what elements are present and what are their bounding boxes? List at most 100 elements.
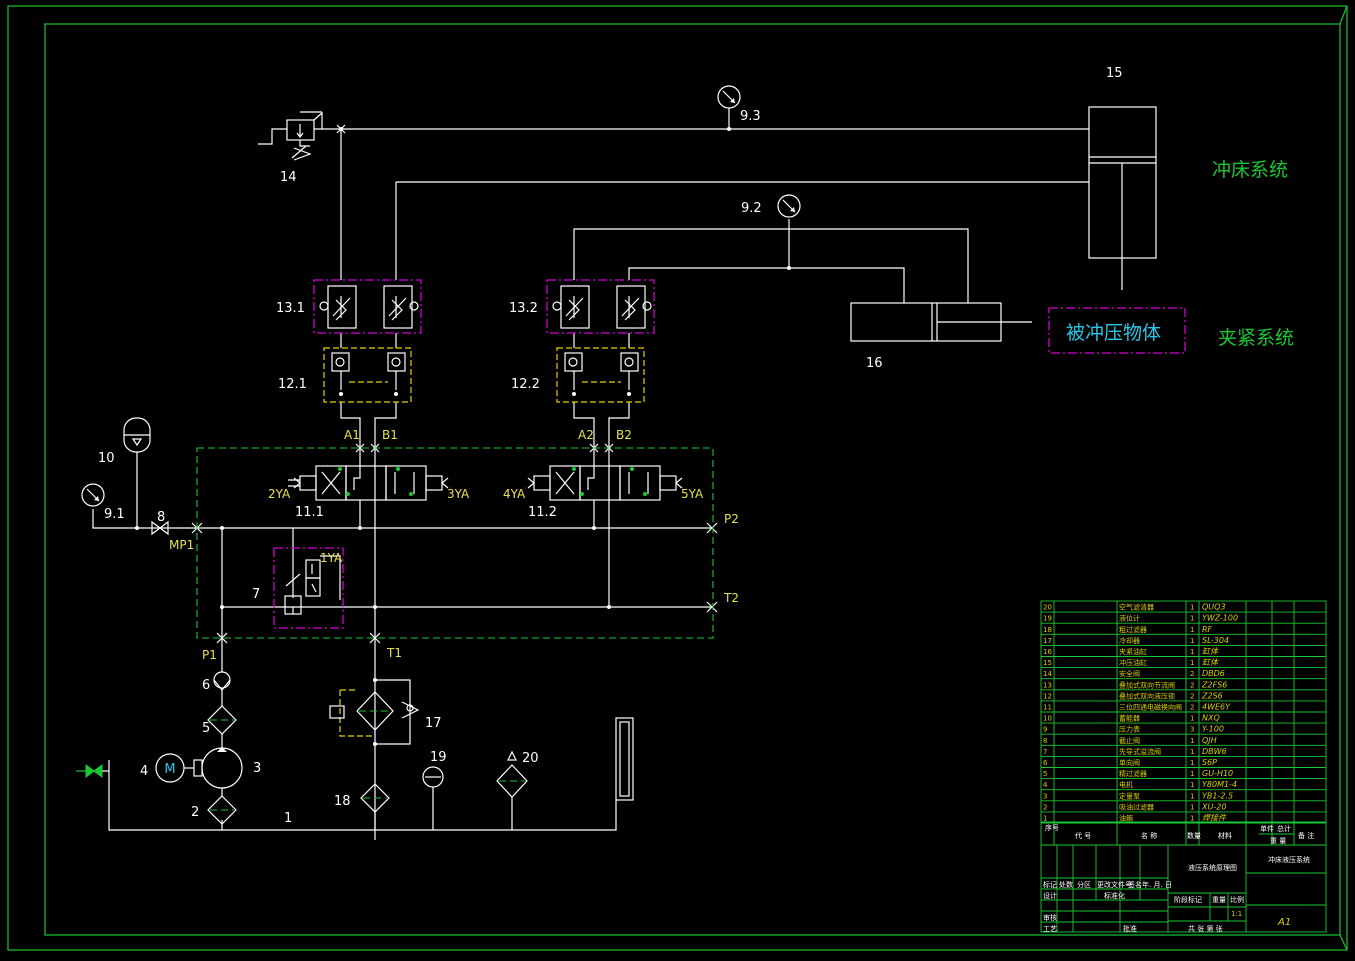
parts-list-cell: 1 xyxy=(1190,604,1194,612)
parts-list-cell: 粗过滤器 xyxy=(1119,625,1147,634)
throttle-valve-13-2 xyxy=(546,279,655,334)
parts-list-cell: 1 xyxy=(1190,659,1194,667)
parts-list-cell: 1 xyxy=(1190,759,1194,767)
parts-list-cell: 压力表 xyxy=(1119,725,1140,734)
svg-text:单件: 单件 xyxy=(1260,824,1274,833)
svg-text:共 张 第 张: 共 张 第 张 xyxy=(1188,924,1223,933)
parts-list-cell: 焊接件 xyxy=(1202,814,1227,823)
parts-list-cell: DBD6 xyxy=(1202,669,1225,678)
parts-list-cell: GU-H10 xyxy=(1202,769,1233,778)
motor-4: M xyxy=(155,753,194,783)
parts-list-cell: QJH xyxy=(1202,736,1217,745)
label-10: 10 xyxy=(98,451,115,466)
parts-list-cell: 14 xyxy=(1043,670,1052,678)
svg-text:数量: 数量 xyxy=(1187,831,1201,840)
workpiece-box xyxy=(1048,307,1186,354)
parts-list-cell: 12 xyxy=(1043,692,1052,700)
tank-outline xyxy=(108,760,617,831)
parts-list-cell: 15 xyxy=(1043,659,1052,667)
parts-list-cell: 1 xyxy=(1190,715,1194,723)
parts-list-cell: 1 xyxy=(1190,648,1194,656)
parts-list-cell: 叠加式双向液压锁 xyxy=(1119,691,1175,700)
parts-list-cell: 电机 xyxy=(1119,780,1133,789)
parts-list-cell: 缸体 xyxy=(1202,658,1219,667)
svg-text:审核: 审核 xyxy=(1043,913,1057,922)
label-12-1: 12.1 xyxy=(278,377,307,392)
parts-list-cell: 单向阀 xyxy=(1119,758,1140,767)
parts-list-cell: 20 xyxy=(1043,604,1052,612)
svg-text:1:1: 1:1 xyxy=(1231,910,1242,918)
punch-cylinder xyxy=(1088,106,1157,290)
parts-list-cell: Y80M1-4 xyxy=(1202,780,1237,789)
parts-list-cell: 蓄能器 xyxy=(1119,714,1140,723)
throttle-valve-13-1 xyxy=(313,279,422,334)
label-16: 16 xyxy=(866,356,883,371)
svg-text:重量: 重量 xyxy=(1212,896,1226,904)
filter-18 xyxy=(360,783,390,813)
parts-list-cell: 1 xyxy=(1190,781,1194,789)
parts-list-cell: 定量泵 xyxy=(1119,791,1140,800)
parts-list-cell: NXQ xyxy=(1202,714,1220,723)
svg-text:处数: 处数 xyxy=(1059,880,1073,889)
label-19: 19 xyxy=(430,750,447,765)
inner-frame xyxy=(44,23,1341,936)
parts-list-cell: 1 xyxy=(1190,637,1194,645)
svg-text:批准: 批准 xyxy=(1123,924,1137,933)
label-20: 20 xyxy=(522,751,539,766)
parts-list-cell: 16 xyxy=(1043,648,1052,656)
punch-system-label: 冲床系统 xyxy=(1212,159,1288,181)
parts-list-cell: 2 xyxy=(1190,670,1194,678)
parts-list-cell: RF xyxy=(1202,625,1213,634)
port-b2: B2 xyxy=(616,428,632,442)
label-8: 8 xyxy=(157,510,165,525)
svg-text:液压系统原理图: 液压系统原理图 xyxy=(1188,863,1237,872)
parts-list-cell: 夹紧油缸 xyxy=(1119,647,1147,656)
relief-valve-7 xyxy=(273,547,344,629)
label-7: 7 xyxy=(252,587,260,602)
parts-list-cell: 4WE6Y xyxy=(1202,703,1231,712)
parts-list-cell: 13 xyxy=(1043,681,1052,689)
label-5: 5 xyxy=(202,721,210,736)
parts-list-cell: 2 xyxy=(1190,692,1194,700)
parts-list-cell: 1 xyxy=(1190,792,1194,800)
port-t2: T2 xyxy=(723,591,739,605)
accumulator-10 xyxy=(123,417,151,453)
parts-list-cell: 5 xyxy=(1043,770,1047,778)
pressure-line xyxy=(92,509,712,529)
parts-list-cell: 1 xyxy=(1190,615,1194,623)
parts-list-cell: 4 xyxy=(1043,781,1048,789)
parts-list-cell: 先导式溢流阀 xyxy=(1119,747,1161,756)
parts-list-cell: SL-304 xyxy=(1202,636,1229,645)
svg-text:代 号: 代 号 xyxy=(1075,831,1091,840)
svg-text:备 注: 备 注 xyxy=(1298,831,1314,840)
pump-3 xyxy=(193,747,243,789)
parts-list-cell: XU-20 xyxy=(1201,802,1226,811)
hydraulic-lock-12-2 xyxy=(556,347,645,403)
fine-filter-5 xyxy=(207,705,237,735)
svg-text:标记: 标记 xyxy=(1043,880,1057,889)
diagram-labels: 15 16 14 9.3 9.2 9.1 13.1 13.2 12.1 12.2… xyxy=(98,66,1294,826)
port-p2: P2 xyxy=(724,512,739,526)
clamp-cylinder xyxy=(850,302,1032,342)
label-15: 15 xyxy=(1106,66,1123,81)
parts-list-cell: DBW6 xyxy=(1202,747,1227,756)
port-a1: A1 xyxy=(344,428,360,442)
label-2: 2 xyxy=(191,805,199,820)
svg-text:总计: 总计 xyxy=(1277,824,1291,833)
svg-text:年. 月. 日: 年. 月. 日 xyxy=(1142,880,1172,889)
svg-text:比例: 比例 xyxy=(1230,895,1244,904)
parts-list-cell: Z2FS6 xyxy=(1201,680,1227,689)
parts-list-cell: 空气滤清器 xyxy=(1119,603,1154,612)
svg-text:阶段标记: 阶段标记 xyxy=(1174,895,1202,904)
port-b1: B1 xyxy=(382,428,398,442)
svg-text:标准化: 标准化 xyxy=(1104,891,1125,900)
parts-list-cell: YB1-2.5 xyxy=(1202,791,1233,800)
svg-text:分区: 分区 xyxy=(1077,880,1091,889)
suction-filter-2 xyxy=(207,795,237,825)
check-valve-6 xyxy=(213,671,231,691)
pressure-gauge-9-3 xyxy=(717,85,741,109)
svg-text:更改文件号: 更改文件号 xyxy=(1097,880,1132,889)
